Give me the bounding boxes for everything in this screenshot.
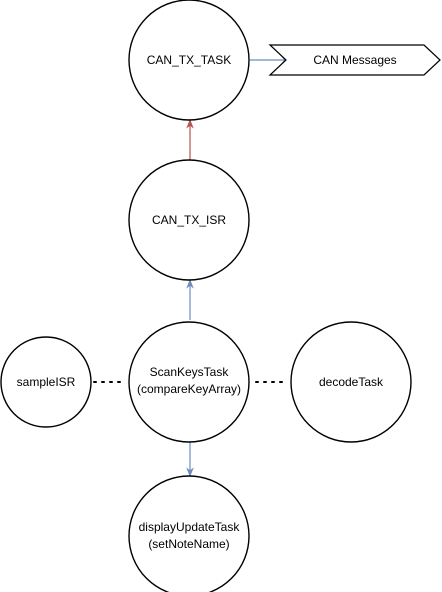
can-messages-output: CAN Messages — [268, 44, 441, 76]
node-display-update-task: displayUpdateTask (setNoteName) — [128, 475, 250, 592]
node-can-tx-task-circle — [128, 0, 250, 121]
can-messages-label: CAN Messages — [313, 53, 396, 67]
node-scan-keys-task-line1: ScanKeysTask — [150, 365, 230, 379]
node-display-update-task-circle — [128, 475, 250, 592]
node-decode-task-circle — [290, 321, 412, 443]
node-sample-isr: sampleISR — [0, 336, 92, 428]
node-display-update-task-line2: (setNoteName) — [148, 537, 229, 551]
node-scan-keys-task-line2: (compareKeyArray) — [137, 382, 241, 396]
node-can-tx-task: CAN_TX_TASK — [128, 0, 250, 121]
node-can-tx-isr: CAN_TX_ISR — [128, 159, 250, 281]
can-messages-shape — [268, 44, 441, 76]
node-decode-task-label: decodeTask — [319, 375, 384, 389]
node-display-update-task-line1: displayUpdateTask — [139, 520, 241, 534]
node-scan-keys-task: ScanKeysTask (compareKeyArray) — [128, 321, 250, 443]
node-sample-isr-label: sampleISR — [17, 375, 76, 389]
node-can-tx-isr-circle — [128, 159, 250, 281]
node-sample-isr-circle — [0, 336, 92, 428]
node-can-tx-task-label: CAN_TX_TASK — [147, 53, 231, 67]
node-decode-task: decodeTask — [290, 321, 412, 443]
node-can-tx-isr-label: CAN_TX_ISR — [152, 213, 226, 227]
node-scan-keys-task-circle — [128, 321, 250, 443]
